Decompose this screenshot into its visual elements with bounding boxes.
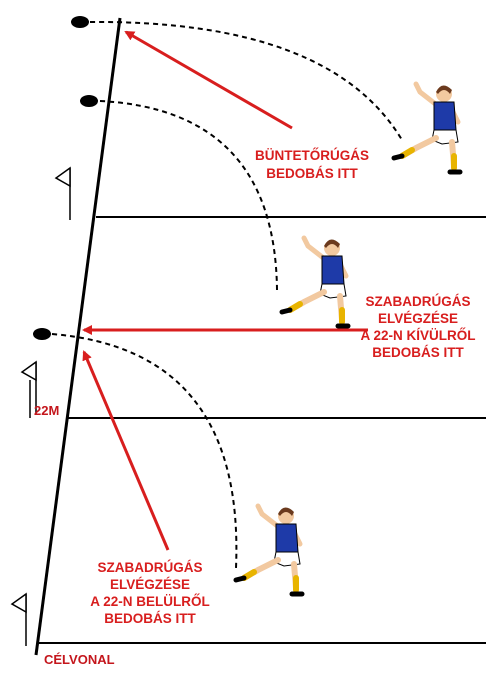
free-kick-inside-label: SZABADRÚGÁS ELVÉGZÉSE A 22-N BELÜLRŐL BE…: [90, 560, 210, 626]
kick-trajectory-bottom: [51, 333, 238, 569]
free-kick-inside-line-1: SZABADRÚGÁS: [97, 560, 202, 575]
kicking-player-icon: [282, 238, 348, 326]
free-kick-outside-label: SZABADRÚGÁS ELVÉGZÉSE A 22-N KÍVÜLRŐL BE…: [360, 294, 475, 360]
rugby-ball-icon: [80, 95, 98, 107]
touch-line: [34, 17, 122, 656]
rugby-ball-icon: [71, 16, 89, 28]
penalty-arrow: [124, 30, 293, 130]
free-kick-inside-line-3: A 22-N BELÜLRŐL: [90, 594, 210, 609]
free-kick-inside-line-4: BEDOBÁS ITT: [104, 611, 196, 626]
free-kick-outside-line-1: SZABADRÚGÁS: [365, 294, 470, 309]
corner-flag-icon: [11, 593, 27, 647]
free-kick-outside-line-3: A 22-N KÍVÜLRŐL: [360, 328, 475, 343]
rugby-ball-icon: [33, 328, 51, 340]
label-22m: 22M: [34, 403, 59, 418]
corner-flag-icon: [55, 167, 71, 221]
free-kick-inside-line-2: ELVÉGZÉSE: [110, 577, 190, 592]
kicking-player-icon: [236, 506, 302, 594]
kicking-player-icon: [394, 84, 460, 172]
label-goal-line: CÉLVONAL: [44, 652, 115, 667]
penalty-label: BÜNTETŐRÚGÁS BEDOBÁS ITT: [255, 148, 369, 181]
penalty-label-line-2: BEDOBÁS ITT: [266, 166, 358, 181]
penalty-label-line-1: BÜNTETŐRÚGÁS: [255, 148, 369, 163]
free-kick-outside-line-2: ELVÉGZÉSE: [378, 311, 458, 326]
free-kick-inside-arrow: [82, 350, 170, 551]
kick-trajectory-mid: [99, 100, 278, 291]
kick-trajectory-top: [89, 20, 403, 141]
free-kick-outside-line-4: BEDOBÁS ITT: [372, 345, 464, 360]
